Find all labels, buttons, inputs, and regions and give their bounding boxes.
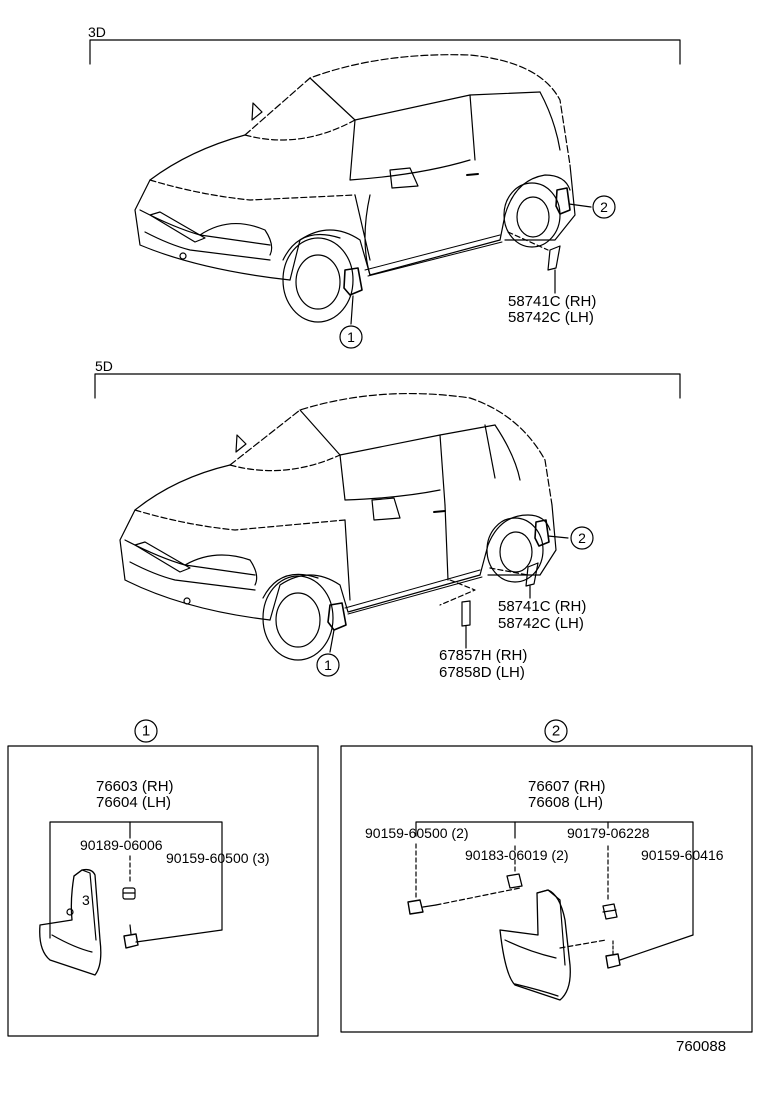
three-door-label: 3D [88,24,106,40]
five-door-moulding-rh-label: 58741C (RH) [498,598,586,615]
detail-2-frame [340,745,753,1033]
front-mudflap-illustration: 3 [39,868,102,976]
detail-rear-mudguard: 2 76607 (RH) 76608 (LH) 90159-60500 (2) … [340,719,753,1033]
front-nut-label: 90189-06006 [80,837,163,853]
callout-2-circle [592,195,616,219]
three-door-moulding-rh-label: 58741C (RH) [508,293,596,310]
rear-screw-b-illustration [605,939,621,969]
front-screw-label: 90159-60500 (3) [166,850,270,866]
callout-2-number-5d: 2 [578,530,586,546]
diagram-number: 760088 [676,1038,726,1055]
five-door-label: 5D [95,358,113,374]
five-door-protector-lh-label: 67858D (LH) [439,664,525,681]
detail-1-frame [7,745,319,1037]
front-screw-illustration [123,924,139,949]
front-nut-illustration [122,887,136,900]
front-flap-lh-label: 76604 (LH) [96,794,171,811]
rear-clip-illustration [506,873,523,889]
callout-2-number: 2 [600,199,608,215]
detail-1-callout-circle [134,719,158,743]
detail-front-mudguard: 1 76603 (RH) 76604 (LH) 90189-06006 9015… [7,719,319,1037]
rear-clip-label: 90183-06019 (2) [465,847,569,863]
rear-mudflap-illustration [499,889,571,1001]
five-door-bracket [94,373,681,399]
callout-1-circle-5d [316,653,340,677]
five-door-moulding-lh-label: 58742C (LH) [498,615,584,632]
three-door-section: 3D [88,24,681,349]
rear-screw-b-label: 90159-60416 [641,847,724,863]
detail-1-callout-number: 1 [142,723,150,740]
three-door-moulding-lh-label: 58742C (LH) [508,309,594,326]
rear-flap-rh-label: 76607 (RH) [528,778,606,795]
five-door-protector-rh-label: 67857H (RH) [439,647,527,664]
front-flap-rh-label: 76603 (RH) [96,778,174,795]
front-mudflap-mark: 3 [82,892,90,908]
detail-2-callout-number: 2 [552,723,560,740]
three-door-bracket [89,39,681,65]
detail-2-callout-circle [544,719,568,743]
callout-2-circle-5d [570,526,594,550]
rear-screw-a-label: 90159-60500 (2) [365,825,469,841]
callout-1-number-5d: 1 [324,657,332,673]
callout-1-circle [339,325,363,349]
five-door-car-illustration [119,392,557,661]
three-door-car-illustration [134,54,576,323]
rear-nut-illustration [602,903,618,920]
rear-nut-label: 90179-06228 [567,825,650,841]
callout-1-number: 1 [347,329,355,345]
rear-flap-lh-label: 76608 (LH) [528,794,603,811]
rear-screw-a-illustration [407,899,437,915]
five-door-section: 5D [94,358,681,681]
